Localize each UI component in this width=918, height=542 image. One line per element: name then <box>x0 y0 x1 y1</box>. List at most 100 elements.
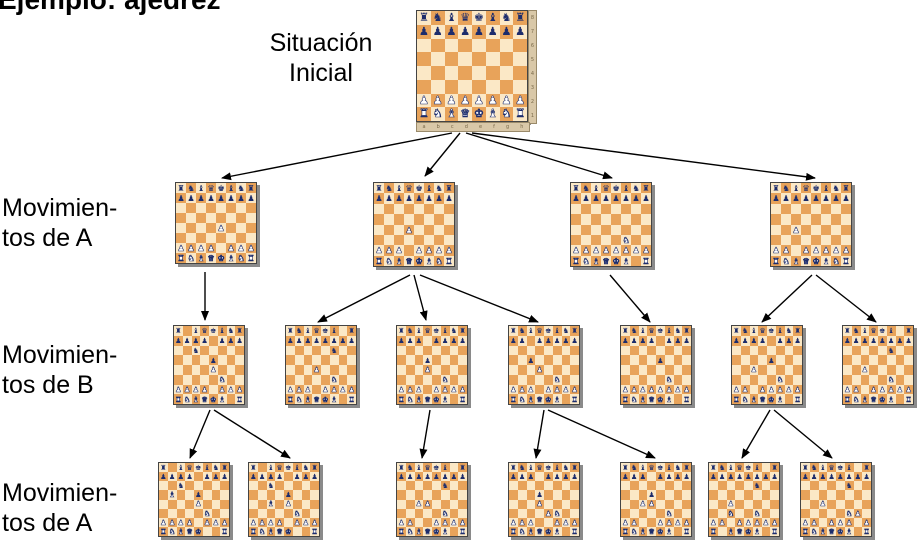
board-square: ♟ <box>621 193 631 204</box>
board-square: ♝ <box>749 394 759 404</box>
board-square: ♞ <box>621 234 631 246</box>
board-square: ♟ <box>226 335 236 346</box>
board-square: ♞ <box>202 508 212 518</box>
board-square <box>458 490 467 500</box>
white-knight-icon: ♞ <box>852 394 860 404</box>
board-square <box>485 38 500 53</box>
white-pawn-icon: ♟ <box>501 93 512 107</box>
board-square: ♟ <box>571 245 581 256</box>
white-pawn-icon: ♟ <box>536 365 543 375</box>
white-queen-icon: ♛ <box>460 107 471 121</box>
board-square <box>458 508 467 518</box>
board-square <box>631 203 641 215</box>
board-square <box>176 223 186 233</box>
board-square: ♟ <box>744 517 753 527</box>
board-square: ♞ <box>449 326 459 336</box>
board-square: ♝ <box>485 107 500 121</box>
white-pawn-icon: ♟ <box>571 384 578 394</box>
black-pawn-icon: ♟ <box>473 24 484 38</box>
board-square <box>434 224 444 235</box>
board-square <box>202 499 212 509</box>
board-square <box>656 365 665 375</box>
board-square: ♟ <box>286 335 295 346</box>
board-square: ♝ <box>526 526 536 536</box>
board-square: ♟ <box>641 245 651 256</box>
white-pawn-icon: ♟ <box>861 365 869 375</box>
board-square <box>312 384 321 395</box>
black-queen-icon: ♛ <box>276 463 283 472</box>
board-square: ♟ <box>535 335 544 346</box>
black-pawn-icon: ♟ <box>536 490 543 500</box>
board-square <box>561 526 571 536</box>
board-square: ♟ <box>801 245 811 256</box>
board-square: ♞ <box>775 374 785 385</box>
board-square: ♞ <box>552 508 562 518</box>
white-pawn-icon: ♟ <box>572 245 580 256</box>
board-square: ♝ <box>414 326 424 336</box>
white-pawn-icon: ♟ <box>870 384 877 394</box>
board-square <box>303 345 313 356</box>
board-square: ♟ <box>485 93 500 108</box>
board-square: ♞ <box>629 526 639 536</box>
board-square <box>629 355 639 365</box>
board-square: ♟ <box>472 24 486 39</box>
board-square <box>405 365 415 375</box>
black-pawn-icon: ♟ <box>459 336 466 346</box>
white-pawn-icon: ♟ <box>844 384 851 394</box>
board-square: ♛ <box>275 463 284 473</box>
board-square <box>841 214 851 225</box>
black-pawn-icon: ♟ <box>905 336 912 346</box>
white-pawn-icon: ♟ <box>745 517 752 527</box>
black-king-icon: ♚ <box>657 463 664 472</box>
board-square: ♟ <box>394 245 404 256</box>
board-square: ♝ <box>414 463 424 473</box>
board-square <box>414 203 424 215</box>
board-square: ♛ <box>647 463 656 473</box>
board-square: ♟ <box>664 517 674 527</box>
board-square: ♜ <box>621 526 630 536</box>
board-square: ♟ <box>801 517 810 527</box>
board-square: ♟ <box>509 472 518 482</box>
file-label: b <box>436 124 440 130</box>
board-square <box>709 508 718 518</box>
board-square <box>682 508 691 518</box>
board-square: ♟ <box>869 335 878 346</box>
board-square: ♟ <box>841 245 851 256</box>
board-square <box>535 481 544 491</box>
board-square <box>860 355 870 365</box>
board-square: ♝ <box>191 326 201 336</box>
board-square <box>767 365 776 375</box>
white-pawn-icon: ♟ <box>212 517 220 527</box>
board-square <box>752 499 762 509</box>
board-square <box>570 355 579 365</box>
black-pawn-icon: ♟ <box>435 193 443 204</box>
white-pawn-icon: ♟ <box>776 384 784 394</box>
board-square <box>499 52 514 66</box>
board-square <box>226 213 236 223</box>
board-square: ♚ <box>656 463 665 473</box>
board-square <box>235 374 244 385</box>
board-square <box>621 499 630 509</box>
white-rook-icon: ♜ <box>287 394 294 404</box>
white-pawn-icon: ♟ <box>762 517 770 527</box>
board-square: ♛ <box>185 463 194 473</box>
black-knight-icon: ♞ <box>753 481 761 491</box>
board-square: ♟ <box>886 384 896 395</box>
board-square <box>414 374 424 385</box>
board-square: ♜ <box>793 394 802 404</box>
board-square: ♝ <box>552 526 562 536</box>
board-square: ♟ <box>202 517 212 527</box>
board-square: ♟ <box>444 24 459 39</box>
board-square: ♞ <box>517 463 527 473</box>
board-square <box>601 224 611 235</box>
white-knight-icon: ♞ <box>218 375 226 385</box>
board-square: ♟ <box>444 193 454 204</box>
board-square: ♟ <box>682 335 691 346</box>
board-square: ♟ <box>744 472 753 482</box>
board-square <box>397 490 406 500</box>
black-pawn-icon: ♟ <box>602 193 610 204</box>
board-square <box>844 490 854 500</box>
white-knight-icon: ♞ <box>887 375 895 385</box>
black-king-icon: ♚ <box>879 326 886 336</box>
black-pawn-icon: ♟ <box>187 193 195 203</box>
